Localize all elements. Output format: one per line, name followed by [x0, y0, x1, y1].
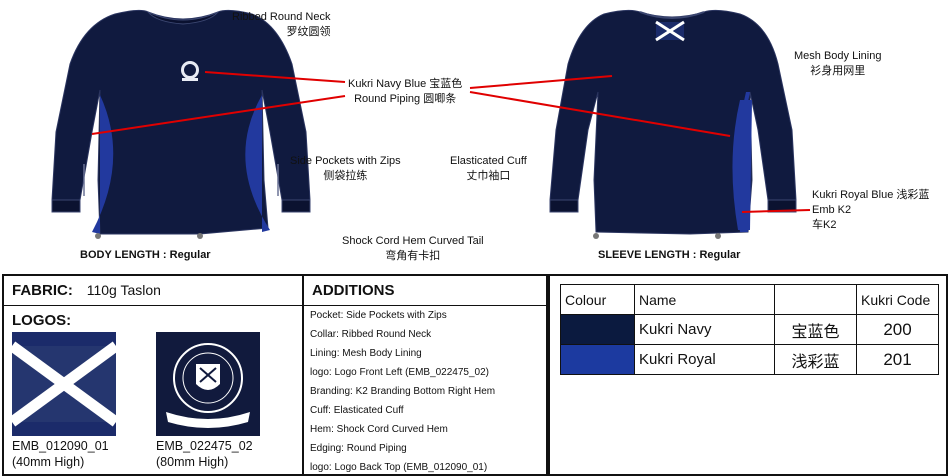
logo-2-size: (80mm High): [156, 455, 229, 469]
callout-pockets: Side Pockets with Zips 侧袋拉练: [290, 154, 401, 184]
logo-caption-1: EMB_012090_01 (40mm High): [12, 438, 109, 470]
callout-mesh: Mesh Body Lining 衫身用网里: [794, 49, 881, 79]
logo-1-size: (40mm High): [12, 455, 85, 469]
callout-royal-en: Kukri Royal Blue 浅彩蓝: [812, 189, 930, 201]
callout-mesh-en: Mesh Body Lining: [794, 50, 882, 62]
addition-item: logo: Logo Back Top (EMB_012090_01): [310, 462, 488, 473]
callout-hem: Shock Cord Hem Curved Tail 弯角有卡扣: [342, 234, 484, 264]
addition-item: Cuff: Elasticated Cuff: [310, 405, 404, 416]
colour-row: Kukri Royal 浅彩蓝 201: [560, 344, 939, 375]
colour-code: 200: [856, 314, 939, 345]
callout-pockets-en: Side Pockets with Zips: [290, 155, 401, 167]
callout-cuff-en: Elasticated Cuff: [450, 155, 527, 167]
addition-item: Collar: Ribbed Round Neck: [310, 329, 432, 340]
callout-navy-en: Kukri Navy Blue 宝蓝色: [348, 78, 463, 90]
front-crest-logo: [181, 61, 199, 81]
sleeve-length-label: SLEEVE LENGTH : Regular: [598, 249, 741, 261]
colour-name-cn: 浅彩蓝: [774, 344, 857, 375]
fabric-value: 110g Taslon: [86, 282, 161, 298]
garment-artwork: [51, 9, 811, 239]
additions-panel: ADDITIONS Pocket: Side Pockets with Zips…: [302, 274, 548, 476]
logo-2-code: EMB_022475_02: [156, 439, 253, 453]
addition-item: Lining: Mesh Body Lining: [310, 348, 422, 359]
callout-neck-en: Ribbed Round Neck: [232, 11, 331, 23]
header-kukri-code: Kukri Code: [856, 284, 939, 315]
callout-neck-cn: 罗纹圆领: [286, 26, 331, 38]
addition-item: Edging: Round Piping: [310, 443, 407, 454]
header-blank: [774, 284, 857, 315]
callout-hem-en: Shock Cord Hem Curved Tail: [342, 235, 484, 247]
callout-piping-en: Round Piping 圆唧条: [354, 93, 457, 105]
colour-name: Kukri Royal: [634, 344, 775, 375]
colour-row: Kukri Navy 宝蓝色 200: [560, 314, 939, 345]
colour-panel: Colour Name Kukri Code Kukri Navy 宝蓝色 20…: [548, 274, 948, 476]
callout-cuff: Elasticated Cuff 丈巾袖口: [450, 154, 527, 184]
spec-panels: FABRIC: 110g Taslon LOGOS: EMB_012090_01…: [0, 274, 950, 476]
back-jacket-illustration: [549, 9, 797, 239]
addition-item: Branding: K2 Branding Bottom Right Hem: [310, 386, 496, 397]
header-colour: Colour: [560, 284, 635, 315]
callout-emb-k2-cn: 车K2: [812, 219, 837, 231]
callout-pockets-cn: 侧袋拉练: [323, 170, 368, 182]
fabric-label: FABRIC:: [12, 282, 73, 299]
logos-title: LOGOS:: [12, 312, 72, 329]
colour-name: Kukri Navy: [634, 314, 775, 345]
colour-table: Colour Name Kukri Code Kukri Navy 宝蓝色 20…: [560, 284, 939, 375]
additions-title: ADDITIONS: [304, 276, 546, 306]
saltire-flag-icon: [8, 332, 120, 436]
additions-list: Pocket: Side Pockets with Zips Collar: R…: [310, 306, 495, 476]
callout-mesh-cn: 衫身用网里: [810, 65, 866, 77]
colour-name-cn: 宝蓝色: [774, 314, 857, 345]
colour-swatch: [560, 314, 635, 345]
front-jacket-illustration: [51, 9, 311, 239]
callout-neck: Ribbed Round Neck 罗纹圆领: [232, 10, 330, 40]
callout-cuff-cn: 丈巾袖口: [466, 170, 511, 182]
addition-item: Pocket: Side Pockets with Zips: [310, 310, 447, 321]
callout-navy-piping: Kukri Navy Blue 宝蓝色 Round Piping 圆唧条: [348, 77, 462, 107]
callout-lines: [91, 71, 811, 213]
callout-emb-k2: Emb K2: [812, 204, 852, 216]
fabric-row: FABRIC: 110g Taslon: [4, 276, 302, 306]
addition-item: Hem: Shock Cord Curved Hem: [310, 424, 448, 435]
crest-icon: [156, 332, 260, 436]
addition-item: logo: Logo Front Left (EMB_022475_02): [310, 367, 490, 378]
body-length-label: BODY LENGTH : Regular: [80, 249, 211, 261]
callout-royal: Kukri Royal Blue 浅彩蓝 Emb K2 车K2: [812, 188, 929, 233]
colour-table-header: Colour Name Kukri Code: [560, 284, 939, 315]
colour-code: 201: [856, 344, 939, 375]
callout-hem-cn: 弯角有卡扣: [385, 250, 441, 262]
fabric-logos-panel: FABRIC: 110g Taslon LOGOS: EMB_012090_01…: [2, 274, 304, 476]
logo-1-code: EMB_012090_01: [12, 439, 109, 453]
back-flag-logo: [655, 20, 685, 42]
header-name: Name: [634, 284, 775, 315]
colour-swatch: [560, 344, 635, 375]
logo-caption-2: EMB_022475_02 (80mm High): [156, 438, 253, 470]
